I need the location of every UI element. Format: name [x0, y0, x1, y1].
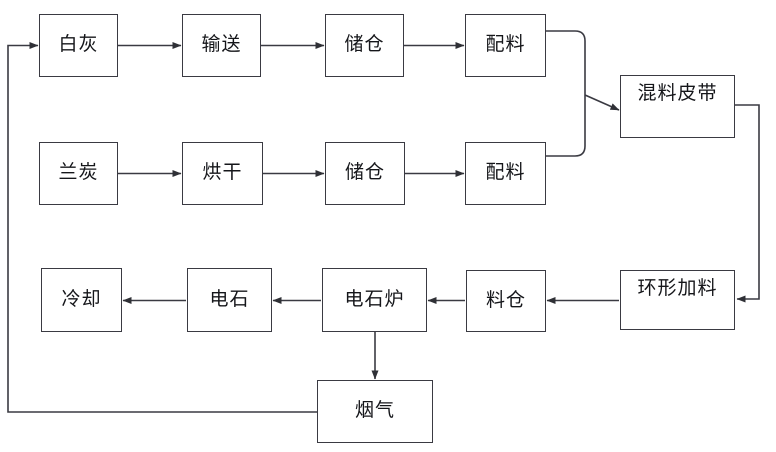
node-label-hunliaopidai: 混料皮带 [637, 83, 718, 104]
connector-peiliao1-merge [546, 30, 586, 95]
node-label-peiliao-top: 配料 [485, 34, 526, 56]
node-label-huanxingjialiao: 环形加料 [637, 278, 718, 299]
node-label-liaocang: 料仓 [485, 289, 526, 311]
node-label-yanqi: 烟气 [354, 400, 395, 422]
node-label-chucang-bottom: 储仓 [344, 162, 385, 184]
node-yanqi[interactable]: 烟气 [317, 380, 433, 443]
node-peiliao-top[interactable]: 配料 [465, 14, 546, 77]
node-shusong[interactable]: 输送 [182, 14, 261, 77]
connector-merge-hunliaopidai [584, 94, 620, 111]
node-peiliao-bottom[interactable]: 配料 [465, 142, 546, 205]
node-label-lantan: 兰炭 [58, 162, 99, 184]
connector-peiliao2-merge [546, 95, 586, 157]
node-lengque[interactable]: 冷却 [41, 268, 122, 332]
connector-yanqi-baihui-recycle [7, 42, 317, 413]
node-hunliaopidai[interactable]: 混料皮带 [620, 75, 735, 138]
node-label-chucang-top: 储仓 [344, 34, 385, 56]
node-label-honggan: 烘干 [202, 162, 243, 184]
node-label-shusong: 输送 [201, 34, 242, 56]
node-label-dianshilu: 电石炉 [344, 288, 405, 310]
node-liaocang[interactable]: 料仓 [466, 270, 546, 332]
node-chucang-bottom[interactable]: 储仓 [325, 142, 405, 205]
node-dianshilu[interactable]: 电石炉 [322, 268, 427, 332]
node-lantan[interactable]: 兰炭 [39, 142, 118, 205]
node-label-baihui: 白灰 [58, 34, 99, 56]
node-label-peiliao-bottom: 配料 [485, 162, 526, 184]
node-label-dianshi: 电石 [209, 288, 250, 310]
connector-hunliaopidai-huanxingjialiao [735, 104, 760, 303]
node-baihui[interactable]: 白灰 [39, 14, 118, 77]
node-chucang-top[interactable]: 储仓 [325, 14, 404, 77]
node-dianshi[interactable]: 电石 [187, 268, 272, 332]
node-honggan[interactable]: 烘干 [182, 142, 263, 205]
node-huanxingjialiao[interactable]: 环形加料 [620, 270, 735, 330]
node-label-lengque: 冷却 [61, 288, 102, 310]
